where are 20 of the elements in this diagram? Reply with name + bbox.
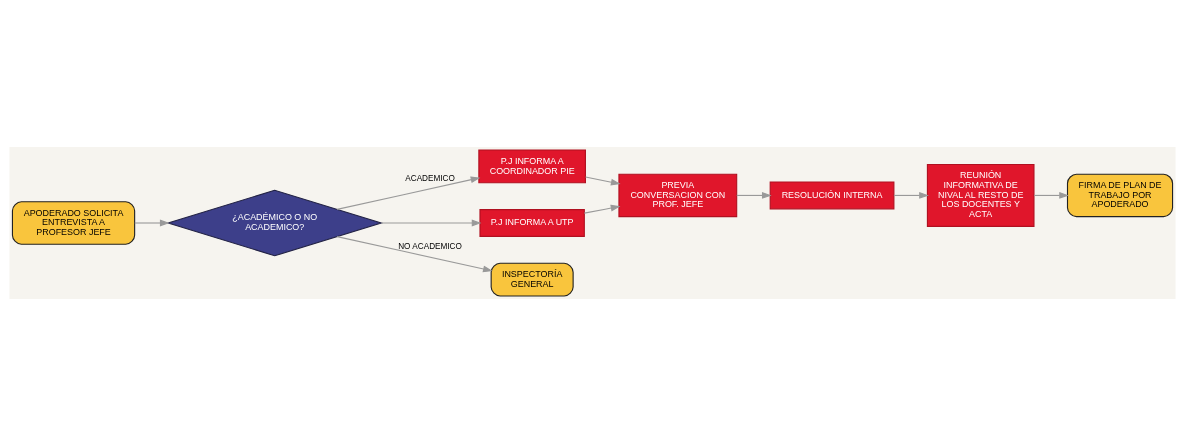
- node-box: FIRMA DE PLAN DE TRABAJO POR APODERADO: [1066, 173, 1174, 218]
- edge-label: NO ACADEMICO: [398, 241, 462, 251]
- arrow: [893, 192, 929, 199]
- arrow: [1033, 192, 1069, 199]
- node-diamond: ¿ACADÉMICO O NO ACADEMICO?: [166, 189, 384, 257]
- node-box: P.J INFORMA A UTP: [479, 209, 585, 237]
- node-box: RESOLUCIÓN INTERNA: [769, 181, 895, 210]
- node-box: INSPECTORÍA GENERAL: [490, 262, 574, 297]
- arrow: [585, 176, 621, 186]
- arrow: [336, 236, 493, 273]
- arrow: [736, 192, 772, 199]
- node-box: P.J INFORMA A COORDINADOR PIE: [478, 149, 586, 184]
- node-box: APODERADO SOLICITA ENTREVISTA A PROFESOR JEFE: [11, 201, 136, 245]
- node-box: REUNIÓN INFORMATIVA DE NIVAL AL RESTO DE LOS DOCENTES Y ACTA: [926, 163, 1035, 227]
- arrow: [380, 219, 482, 227]
- arrow: [336, 176, 481, 210]
- node-box: PREVIA CONVERSACION CON PROF. JEFE: [618, 173, 738, 218]
- edge-label: ACADEMICO: [405, 174, 455, 184]
- arrow: [583, 204, 621, 214]
- arrow: [134, 219, 170, 227]
